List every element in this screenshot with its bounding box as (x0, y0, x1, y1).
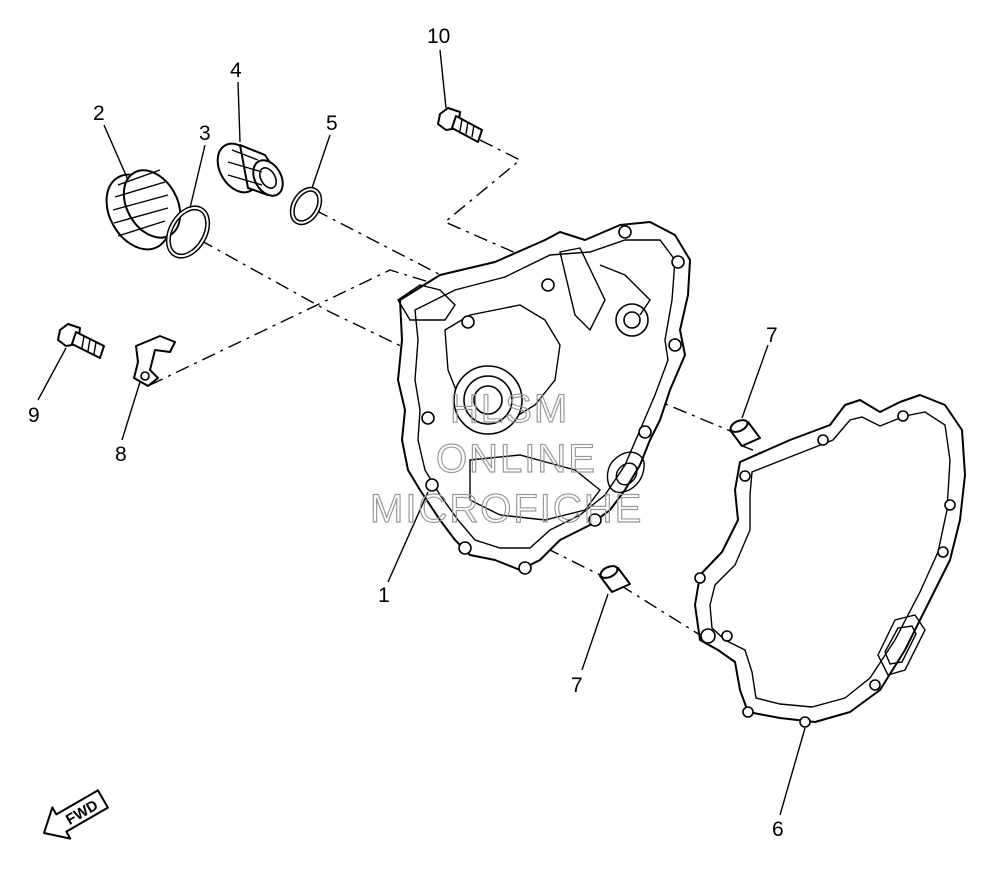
bolt-part-10 (437, 107, 483, 143)
gasket-part-6 (694, 394, 966, 728)
callout-7-lower: 7 (571, 674, 583, 697)
crankcase-cover-part-1 (397, 221, 691, 575)
plug-part-2 (105, 169, 182, 251)
clamp-part-8 (133, 335, 176, 387)
callout-labels: 1 2 3 4 5 6 7 7 8 9 10 (28, 25, 784, 841)
bolt-part-9 (57, 323, 105, 359)
callout-8: 8 (115, 443, 127, 466)
watermark-line-2: ONLINE (436, 437, 597, 481)
callout-7-upper: 7 (766, 324, 778, 347)
plug-part-4 (216, 142, 284, 197)
callout-5: 5 (326, 112, 338, 135)
callout-9: 9 (28, 404, 40, 427)
callout-4: 4 (230, 59, 242, 82)
dowel-pin-part-7-lower (599, 565, 631, 593)
o-ring-part-5 (289, 186, 323, 226)
forward-direction-arrow: FWD (43, 789, 109, 840)
callout-6: 6 (772, 818, 784, 841)
callout-3: 3 (199, 122, 211, 145)
dowel-pin-part-7-upper (729, 419, 761, 447)
watermark-line-1: HLSM (450, 387, 569, 431)
watermark: HLSM ONLINE MICROFICHE (369, 386, 643, 531)
callout-2: 2 (93, 102, 105, 125)
callout-10: 10 (427, 25, 450, 48)
watermark-line-3: MICROFICHE (370, 487, 643, 531)
o-ring-part-3 (165, 205, 211, 259)
leader-lines (37, 49, 806, 816)
callout-1: 1 (378, 584, 390, 607)
